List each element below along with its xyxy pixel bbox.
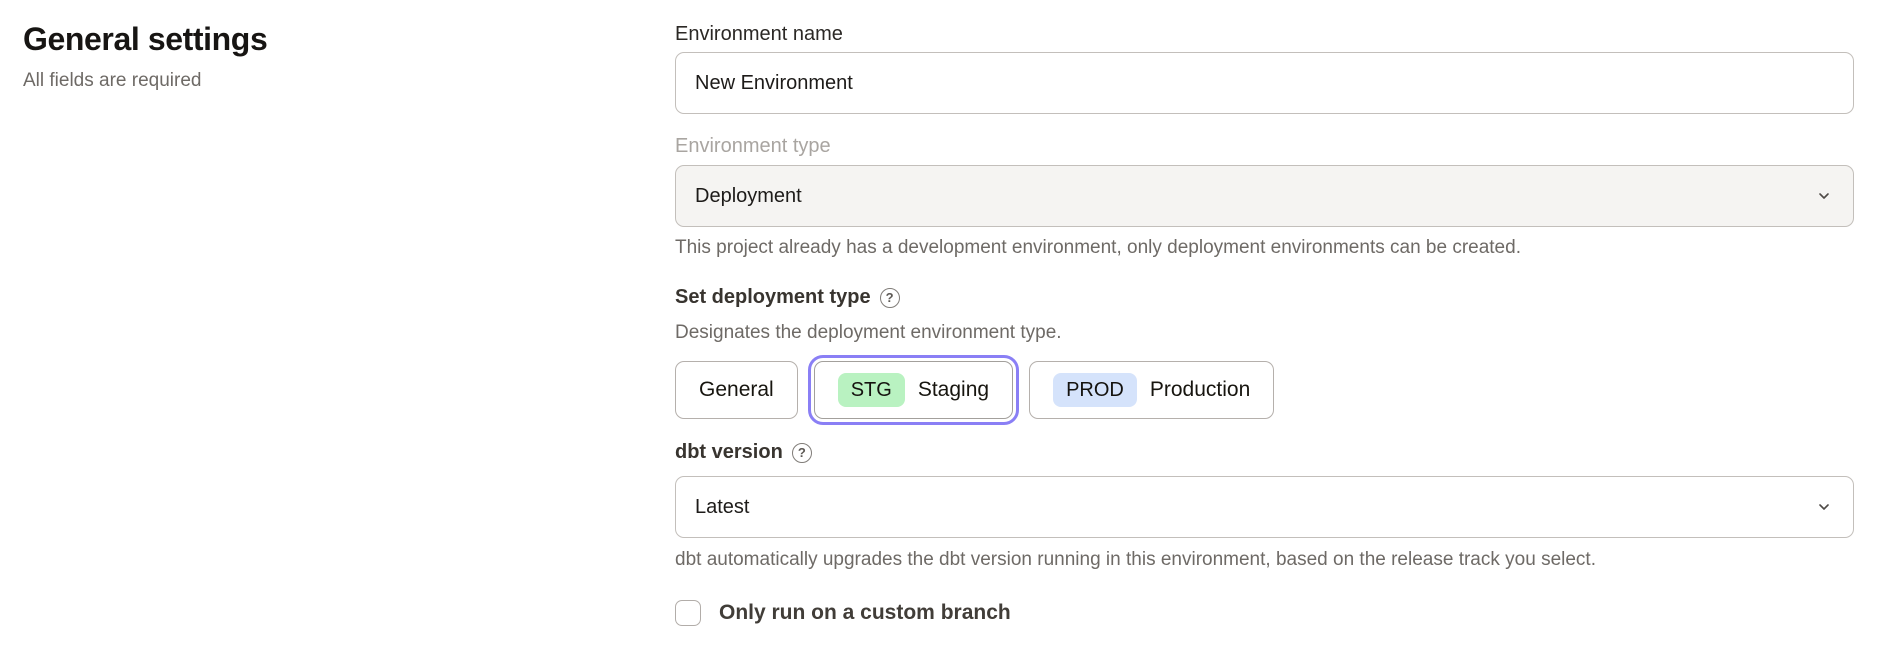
deployment-type-heading-row: Set deployment type ?	[675, 285, 1854, 310]
environment-type-label: Environment type	[675, 135, 831, 157]
custom-branch-row: Only run on a custom branch	[675, 600, 1854, 626]
deployment-type-staging-label: Staging	[917, 378, 990, 401]
deployment-type-label: Set deployment type	[675, 286, 871, 308]
environment-form: Environment name Environment type Deploy…	[675, 22, 1854, 626]
deployment-type-options: General STG Staging PROD Production	[675, 355, 1854, 425]
dbt-version-heading-row: dbt version ?	[675, 440, 1854, 465]
dbt-version-select[interactable]: Latest	[675, 476, 1854, 538]
custom-branch-label[interactable]: Only run on a custom branch	[719, 601, 1011, 624]
page-title: General settings	[23, 21, 268, 57]
chevron-down-icon	[1816, 499, 1832, 515]
deployment-type-helper: Designates the deployment environment ty…	[675, 322, 1062, 343]
production-badge: PROD	[1053, 373, 1137, 407]
page-subtitle: All fields are required	[23, 70, 202, 91]
chevron-down-icon	[1816, 188, 1832, 204]
custom-branch-checkbox[interactable]	[675, 600, 701, 626]
dbt-version-label: dbt version	[675, 441, 783, 463]
deployment-type-staging-button[interactable]: STG Staging	[807, 355, 1020, 425]
environment-name-label: Environment name	[675, 23, 843, 45]
help-icon[interactable]: ?	[879, 287, 900, 308]
environment-type-value: Deployment	[695, 184, 802, 207]
dbt-version-helper: dbt automatically upgrades the dbt versi…	[675, 549, 1596, 570]
deployment-type-general-button[interactable]: General	[675, 361, 798, 419]
environment-name-input[interactable]	[675, 52, 1854, 114]
staging-badge: STG	[837, 373, 905, 407]
environment-type-select[interactable]: Deployment	[675, 165, 1854, 227]
general-settings-intro: General settings All fields are required	[23, 20, 583, 92]
dbt-version-value: Latest	[695, 495, 750, 518]
environment-type-helper: This project already has a development e…	[675, 237, 1521, 258]
deployment-type-production-button[interactable]: PROD Production	[1029, 361, 1275, 419]
deployment-type-production-label: Production	[1149, 378, 1251, 401]
deployment-type-general-label: General	[699, 378, 774, 401]
help-icon[interactable]: ?	[791, 442, 812, 463]
